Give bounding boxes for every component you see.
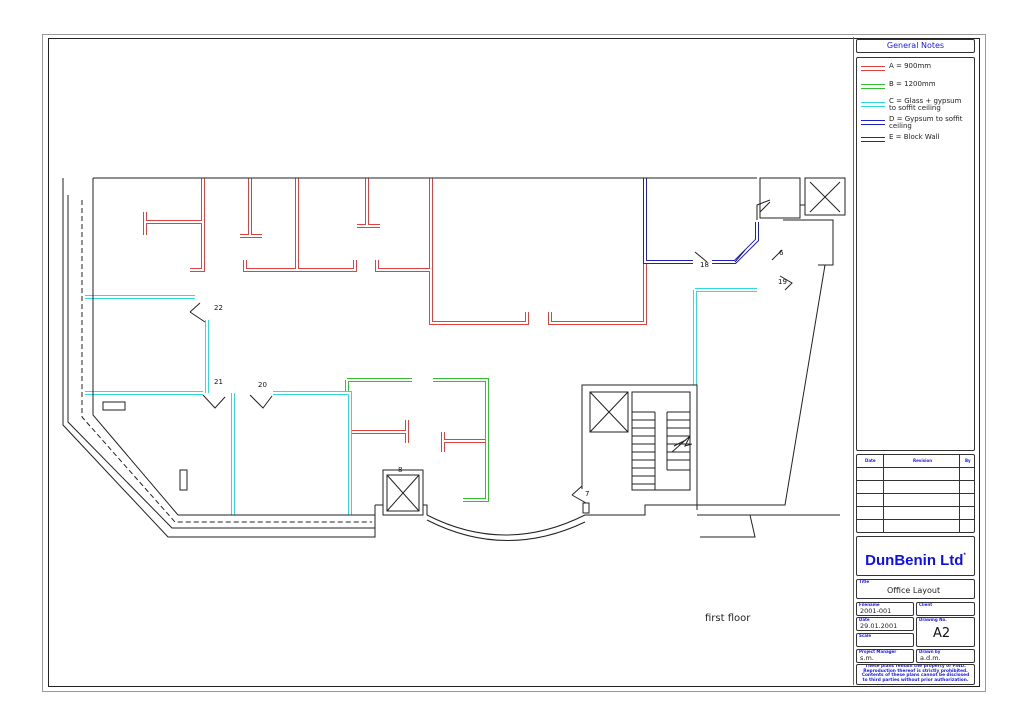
note-text: D = Gypsum to soffit ceiling [889, 115, 963, 130]
note-text: C = Glass + gypsum to soffit ceiling [889, 97, 962, 112]
drawn-by-label: Drawn by [919, 649, 941, 654]
drawing-title: Office Layout [887, 586, 941, 595]
project-manager-label: Project Manager [859, 649, 897, 654]
company-logo-mark: * [963, 553, 966, 559]
date-value: 29.01.2001 [860, 622, 898, 630]
room-number: 8 [398, 466, 402, 474]
note-text: E = Block Wall [889, 133, 940, 141]
note-text: A = 900mm [889, 62, 932, 70]
room-number: 19 [778, 278, 787, 286]
disclaimer: These plans remain the property of FIND.… [856, 664, 975, 685]
room-number: 18 [700, 261, 709, 269]
title-field: Title Office Layout [856, 579, 975, 599]
filename-label: Filename [859, 602, 880, 607]
company-logo-box: DunBenin Ltd* [856, 536, 975, 576]
client-label: Client [919, 602, 933, 607]
legend-swatch-cyan [861, 102, 885, 107]
drawing-no-value: A2 [933, 626, 951, 641]
block-walls [62, 177, 846, 541]
title-label: Title [859, 579, 870, 584]
scale-label: Scale [859, 633, 872, 638]
legend-swatch-blue [861, 120, 885, 125]
room-number: 22 [214, 304, 223, 312]
filename-value: 2001-001 [860, 607, 892, 615]
revision-table: Date Revision By [856, 454, 975, 533]
company-logo: DunBenin Ltd [865, 552, 964, 569]
room-numbers: 22 21 20 18 6 19 8 7 [214, 249, 787, 498]
sheet-inner-border [48, 38, 980, 687]
revision-header-by: By [965, 458, 971, 463]
sheet-outer-border [42, 34, 986, 692]
project-manager-value: s.m. [860, 654, 874, 662]
title-block: General Notes A = 900mm B = 1200mm C = G… [853, 37, 978, 685]
revision-header-revision: Revision [913, 458, 933, 463]
client-field: Client [916, 602, 975, 616]
general-notes-box: A = 900mm B = 1200mm C = Glass + gypsum … [856, 57, 975, 451]
floor-label: first floor [705, 613, 751, 624]
legend-swatch-green [861, 84, 885, 89]
scale-field: Scale [856, 633, 914, 647]
room-number: 6 [779, 249, 784, 257]
general-notes-title: General Notes [856, 39, 975, 53]
room-number: 21 [214, 378, 223, 386]
date-label: Date [859, 617, 870, 622]
room-number: 7 [585, 490, 589, 498]
drawing-no-label: Drawing No. [919, 617, 947, 622]
note-text: B = 1200mm [889, 80, 936, 88]
room-number: 20 [258, 381, 267, 389]
legend-swatch-black [861, 137, 885, 142]
drawing-no-field: Drawing No. A2 [916, 617, 975, 647]
legend-swatch-red [861, 66, 885, 71]
revision-header-date: Date [865, 458, 876, 463]
partition-walls [83, 176, 759, 517]
drawn-by-value: a.d.m. [920, 654, 941, 662]
